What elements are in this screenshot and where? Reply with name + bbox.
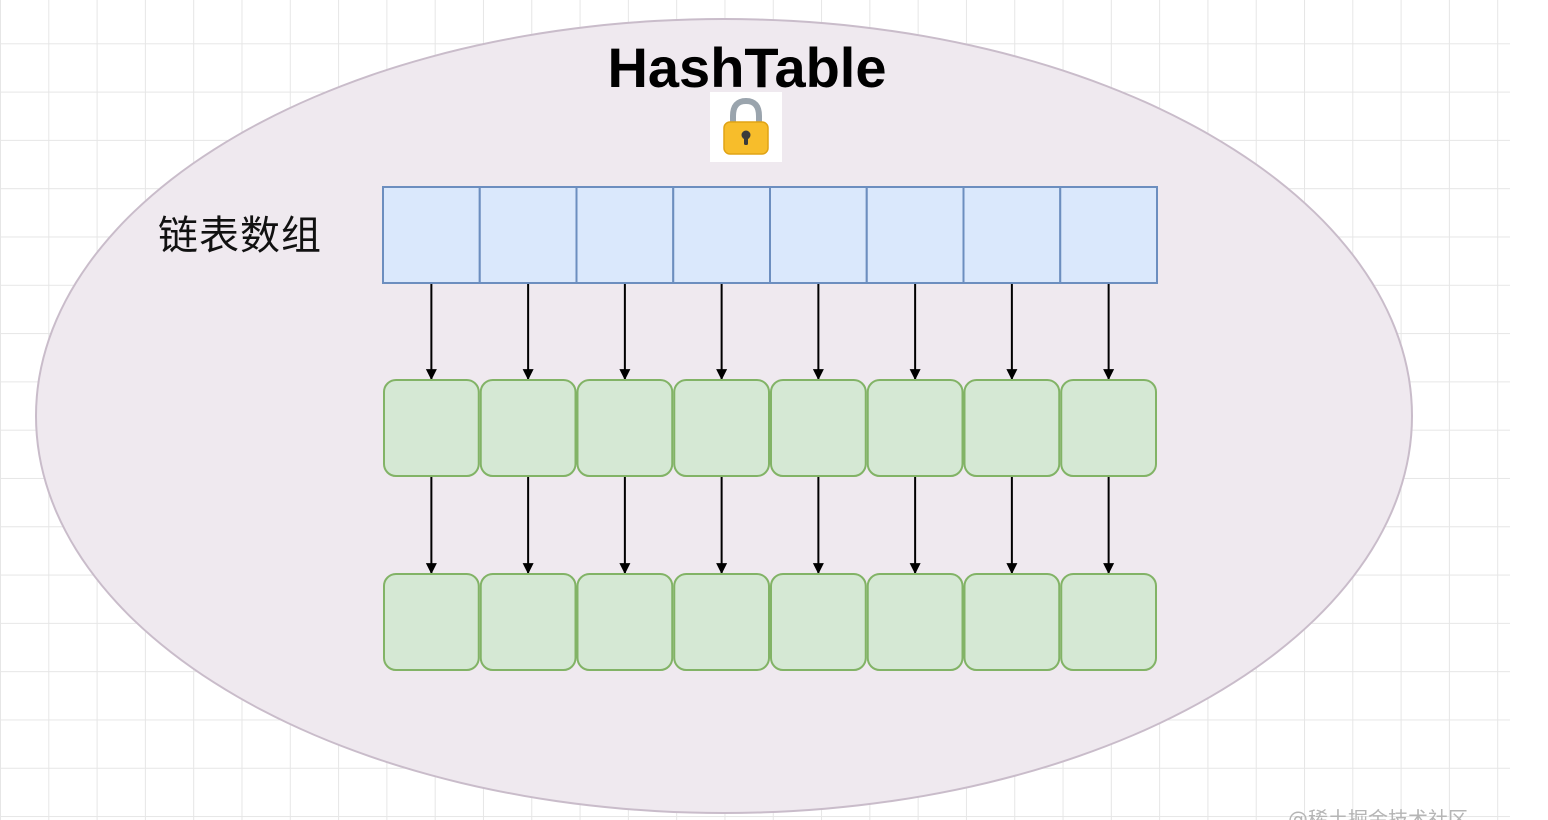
- chain-node: [866, 573, 964, 671]
- chain-node: [770, 573, 867, 671]
- chain-node: [1060, 573, 1157, 671]
- chain-node: [383, 573, 480, 671]
- chain-node: [383, 379, 480, 477]
- chain-node: [673, 379, 770, 477]
- bucket-cell: [769, 186, 868, 284]
- chain-nodes: [383, 379, 1157, 671]
- array-label: 链表数组: [158, 213, 322, 259]
- chain-node: [576, 379, 674, 477]
- chain-node: [866, 379, 964, 477]
- watermark: @稀土掘金技术社区: [1288, 807, 1468, 820]
- lock-icon: [710, 92, 782, 162]
- arrow-group: [425, 284, 1115, 575]
- chain-node: [673, 573, 770, 671]
- bucket-cell: [382, 186, 481, 284]
- chain-node: [1060, 379, 1157, 477]
- bucket-cell: [865, 186, 965, 284]
- bucket-cell: [962, 186, 1062, 284]
- bucket-cell: [478, 186, 578, 284]
- bucket-cell: [672, 186, 771, 284]
- chain-node: [963, 379, 1061, 477]
- bucket-cell: [1059, 186, 1158, 284]
- bucket-array: [382, 186, 1158, 284]
- chain-node: [770, 379, 867, 477]
- chain-node: [479, 379, 577, 477]
- diagram-title: HashTable: [607, 36, 887, 99]
- chain-node: [963, 573, 1061, 671]
- bucket-cell: [575, 186, 675, 284]
- chain-node: [576, 573, 674, 671]
- chain-node: [479, 573, 577, 671]
